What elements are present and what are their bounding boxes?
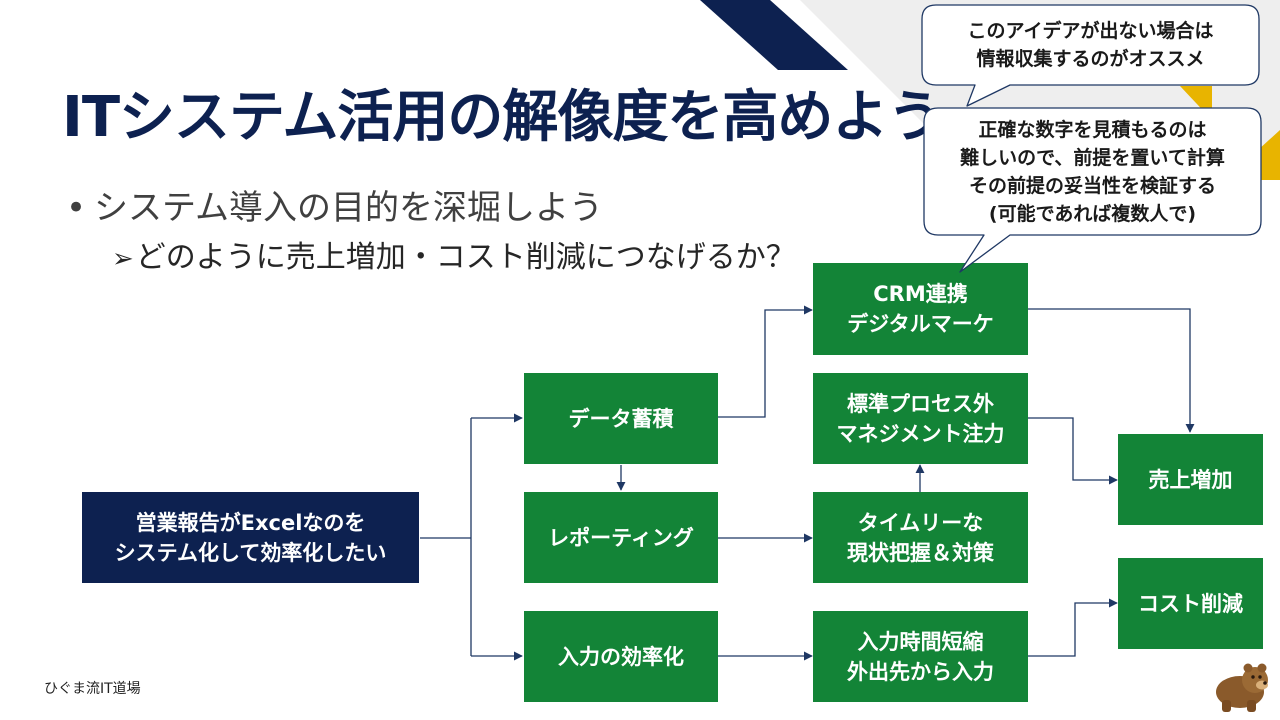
- bottom-callout: 正確な数字を見積もるのは 難しいので、前提を置いて計算 その前提の妥当性を検証す…: [924, 113, 1261, 231]
- standard-process-box: 標準プロセス外 マネジメント注力: [813, 373, 1028, 464]
- input-efficiency-box: 入力の効率化: [524, 611, 718, 702]
- arrow-time-to-cost: [1028, 598, 1118, 657]
- arrow-data-to-crm: [718, 305, 813, 418]
- bullet-dot-icon: •: [66, 188, 87, 228]
- input-efficiency-label: 入力の効率化: [558, 644, 684, 669]
- top-callout-line-1: このアイデアが出ない場合は: [967, 20, 1214, 42]
- main-bullet: •システム導入の目的を深堀しよう: [66, 180, 603, 229]
- sub-bullet-text: どのように売上増加・コスト削減につなげるか？: [135, 240, 796, 275]
- sales-increase-box: 売上増加: [1118, 434, 1263, 525]
- data-accumulation-box: データ蓄積: [524, 373, 718, 464]
- input-time-box: 入力時間短縮 外出先から入力: [813, 611, 1028, 702]
- crm-box: CRM連携 デジタルマーケ: [813, 263, 1028, 355]
- top-callout-line-2: 情報収集するのがオススメ: [976, 48, 1205, 70]
- bottom-callout-bubble: [923, 107, 1262, 273]
- brown-bear-icon: [1216, 663, 1268, 712]
- data-accumulation-label: データ蓄積: [568, 406, 674, 431]
- reporting-box: レポーティング: [524, 492, 718, 583]
- input-time-line-1: 入力時間短縮: [857, 629, 984, 654]
- top-callout-bubble: [921, 4, 1260, 107]
- navy-stripe: [700, 0, 848, 70]
- timely-line-1: タイムリーな: [857, 510, 984, 535]
- footer-label: ひぐま流IT道場: [44, 681, 141, 697]
- standard-process-line-1: 標準プロセス外: [847, 391, 994, 416]
- crm-line-2: デジタルマーケ: [847, 312, 994, 336]
- start-box-line-2: システム化して効率化したい: [114, 540, 387, 565]
- timely-box: タイムリーな 現状把握＆対策: [813, 492, 1028, 583]
- standard-process-line-2: マネジメント注力: [836, 421, 1005, 446]
- arrow-standard-to-sales: [1028, 417, 1118, 485]
- start-box: 営業報告がExcelなのを システム化して効率化したい: [82, 492, 419, 583]
- cost-reduction-box: コスト削減: [1118, 558, 1263, 649]
- sub-bullet: ➢どのように売上増加・コスト削減につなげるか？: [112, 232, 796, 276]
- slide-title: ITシステム活用の解像度を高めよう: [62, 85, 943, 150]
- bottom-callout-line-3: その前提の妥当性を検証する: [968, 175, 1216, 197]
- cost-reduction-label: コスト削減: [1138, 591, 1243, 616]
- main-bullet-text: システム導入の目的を深堀しよう: [94, 188, 603, 228]
- input-time-line-2: 外出先から入力: [847, 659, 994, 684]
- arrowhead-bullet-icon: ➢: [112, 244, 134, 274]
- sales-increase-label: 売上増加: [1148, 467, 1233, 492]
- bottom-callout-line-2: 難しいので、前提を置いて計算: [960, 147, 1225, 169]
- bottom-callout-line-4: (可能であれば複数人で): [988, 203, 1197, 225]
- start-box-line-1: 営業報告がExcelなのを: [135, 510, 366, 535]
- bottom-callout-line-1: 正確な数字を見積もるのは: [978, 119, 1207, 141]
- reporting-label: レポーティング: [548, 525, 694, 550]
- crm-line-1: CRM連携: [873, 282, 968, 306]
- top-callout: このアイデアが出ない場合は 情報収集するのがオススメ: [922, 5, 1259, 85]
- timely-line-2: 現状把握＆対策: [847, 540, 994, 565]
- arrow-crm-to-sales: [1028, 308, 1195, 433]
